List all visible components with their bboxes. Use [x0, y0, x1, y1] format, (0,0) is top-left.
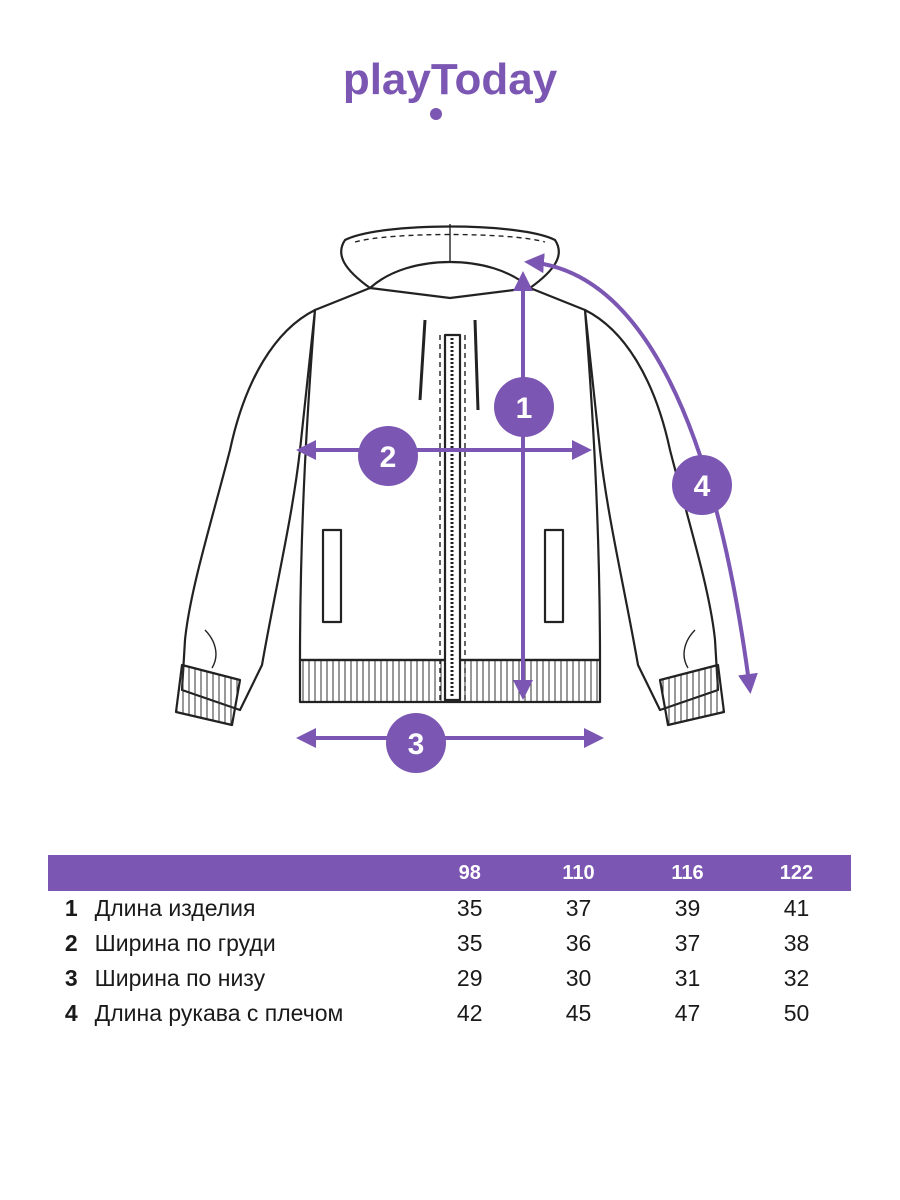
marker-4: 4	[694, 470, 711, 503]
row-value: 36	[565, 930, 592, 956]
row-label: Длина изделия	[94, 895, 256, 921]
size-header: 98	[458, 861, 481, 884]
row-value: 37	[674, 930, 701, 956]
row-value: 31	[674, 965, 701, 991]
zipper	[443, 333, 462, 702]
header-spacer	[95, 855, 416, 891]
table-row: 3 Ширина по низу 29 30 31 32	[48, 961, 851, 996]
row-value: 32	[783, 965, 810, 991]
table-row: 1 Длина изделия 35 37 39 41	[48, 891, 851, 926]
marker-2: 2	[380, 441, 397, 474]
size-header: 110	[562, 861, 595, 884]
row-value: 39	[674, 895, 701, 921]
table-row: 2 Ширина по груди 35 36 37 38	[48, 926, 851, 961]
jacket-diagram: 1 2 3 4	[174, 224, 758, 773]
left-pocket	[321, 528, 343, 624]
left-sleeve	[180, 308, 317, 712]
row-number: 2	[64, 930, 78, 956]
row-value: 35	[456, 895, 483, 921]
table-row: 4 Длина рукава с плечом 42 45 47 50	[48, 996, 851, 1031]
marker-1: 1	[516, 392, 533, 425]
measurement-markers: 1 2 3 4	[358, 377, 732, 773]
brand-logo-dot	[430, 108, 442, 120]
jacket-outline	[174, 225, 726, 727]
row-number: 1	[64, 895, 78, 921]
row-value: 42	[456, 1000, 483, 1026]
row-number: 3	[64, 965, 78, 991]
jacket-details	[204, 224, 696, 700]
marker-3: 3	[408, 728, 425, 761]
right-pocket	[543, 528, 565, 624]
row-value: 37	[565, 895, 592, 921]
row-number: 4	[64, 1000, 78, 1026]
left-cuff	[174, 663, 242, 727]
row-value: 41	[783, 895, 810, 921]
row-value: 35	[456, 930, 483, 956]
row-value: 45	[565, 1000, 592, 1026]
size-table: 98 110 116 122 1 Длина изделия 35 37 39 …	[48, 855, 851, 1031]
row-label: Длина рукава с плечом	[94, 1000, 344, 1026]
row-value: 38	[783, 930, 810, 956]
row-value: 29	[456, 965, 483, 991]
brand-logo: playToday	[343, 55, 558, 120]
brand-logo-text: playToday	[343, 55, 558, 104]
row-label: Ширина по низу	[94, 965, 266, 991]
size-header: 116	[671, 861, 704, 884]
row-label: Ширина по груди	[94, 930, 276, 956]
measurement-arrows	[296, 253, 758, 748]
header-spacer	[48, 855, 95, 891]
size-header: 122	[779, 861, 814, 884]
size-table-header: 98 110 116 122	[48, 855, 851, 891]
row-value: 47	[674, 1000, 701, 1026]
row-value: 30	[565, 965, 592, 991]
row-value: 50	[783, 1000, 810, 1026]
arrow-4	[524, 253, 758, 694]
